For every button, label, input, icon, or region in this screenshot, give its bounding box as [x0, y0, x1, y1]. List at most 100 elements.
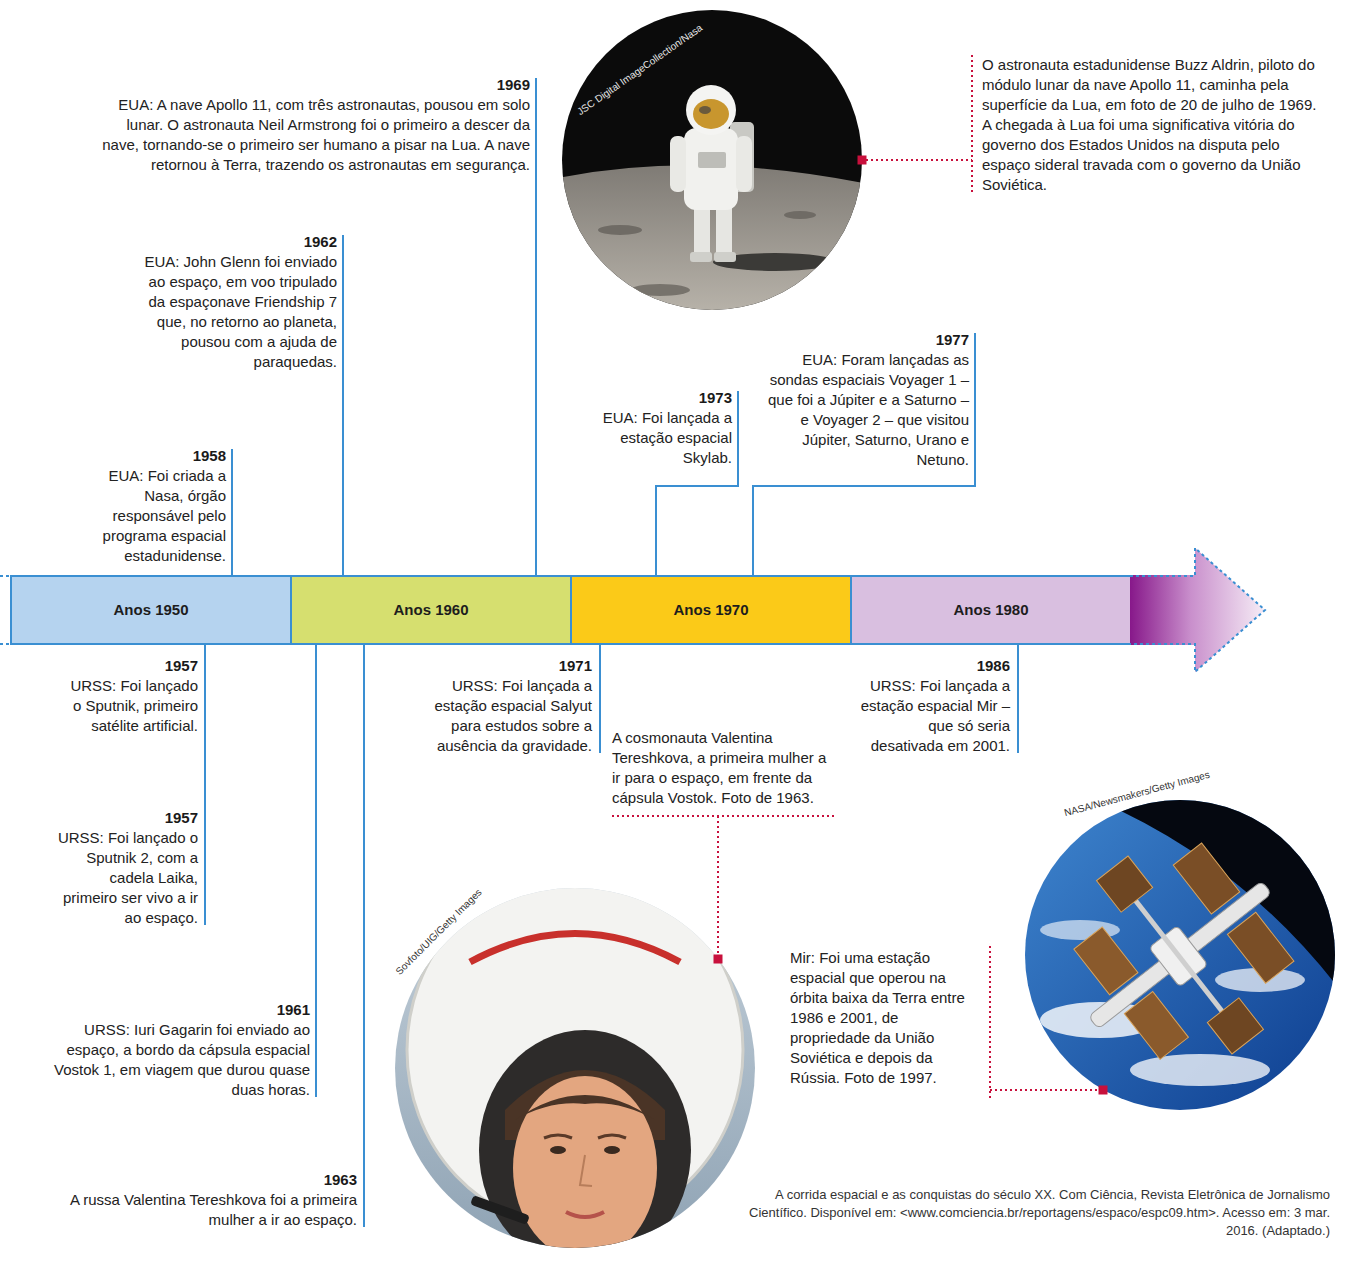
decade-label: Anos 1980 [953, 600, 1028, 620]
event-block: 1958EUA: Foi criada a Nasa, órgão respon… [86, 446, 226, 566]
event-text: EUA: John Glenn foi enviado ao espaço, e… [132, 252, 337, 372]
cosmonaut-photo [580, 1155, 592, 1186]
moon-photo [714, 252, 736, 262]
event-block: 1957URSS: Foi lançado o Sputnik 2, com a… [56, 808, 198, 928]
timeline-bar-extension [0, 575, 10, 577]
cosmonaut-photo [544, 1135, 572, 1138]
space-station-photo [1173, 843, 1240, 914]
caption-leader-line [612, 815, 836, 817]
caption-leader-line [990, 1089, 1099, 1091]
moon-photo [699, 106, 711, 114]
event-text: EUA: Foram lançadas as sondas espaciais … [764, 350, 969, 470]
moon-photo [693, 99, 729, 129]
space-station-photo [1026, 801, 1335, 1110]
timeline-bar-extension [0, 548, 1265, 672]
timeline-bar-extension [1130, 548, 1265, 672]
event-text: A russa Valentina Tereshkova foi a prime… [47, 1190, 357, 1230]
event-leader-line [363, 645, 365, 1227]
event-leader-line [599, 645, 601, 753]
year-label: 1962 [132, 232, 337, 252]
moon-photo [784, 211, 816, 219]
cosmonaut-photo [598, 1135, 626, 1138]
event-leader-line [1017, 645, 1019, 753]
event-text: EUA: A nave Apollo 11, com três astronau… [92, 95, 530, 175]
leader-dot [1099, 1086, 1108, 1095]
event-text: URSS: Foi lançado o Sputnik 2, com a cad… [56, 828, 198, 928]
photo-caption-box: O astronauta estadunidense Buzz Aldrin, … [982, 55, 1327, 195]
event-block: 1971URSS: Foi lançada a estação espacial… [434, 656, 592, 756]
moon-photo [558, 8, 868, 314]
space-station-photo [1207, 998, 1263, 1054]
space-station-photo [1130, 1054, 1270, 1086]
year-label: 1963 [47, 1170, 357, 1190]
event-block: 1957URSS: Foi lançado o Sputnik, primeir… [60, 656, 198, 736]
photo-caption: A cosmonauta Valentina Tereshkova, a pri… [612, 728, 834, 808]
leader-dot [714, 955, 723, 964]
timeline-bar-extension [0, 643, 10, 645]
photo-credit: NASA/Newsmakers/Getty Images [1063, 769, 1211, 819]
cosmonaut-photo [470, 1195, 530, 1225]
event-block: 1969EUA: A nave Apollo 11, com três astr… [92, 75, 530, 175]
space-station-photo [1097, 856, 1153, 912]
space-station-photo [1074, 927, 1138, 995]
event-text: EUA: Foi lançada a estação espacial Skyl… [582, 408, 732, 468]
cosmonaut-photo [470, 934, 680, 963]
event-leader-line [342, 235, 344, 575]
moon-photo [736, 136, 752, 192]
moon-photo [598, 225, 642, 235]
year-label: 1957 [56, 808, 198, 828]
event-block: 1986URSS: Foi lançada a estação espacial… [852, 656, 1010, 756]
moon-photo [630, 284, 690, 296]
event-block: 1977EUA: Foram lançadas as sondas espaci… [764, 330, 969, 470]
event-text: EUA: Foi criada a Nasa, órgão responsáve… [86, 466, 226, 566]
event-block: 1973EUA: Foi lançada a estação espacial … [582, 388, 732, 468]
year-label: 1977 [764, 330, 969, 350]
photo-credit: Sovfoto/UIG/Getty Images [393, 886, 484, 977]
decade-band: Anos 1960 [290, 575, 570, 645]
decade-label: Anos 1950 [113, 600, 188, 620]
cosmonaut-photo [604, 1146, 620, 1154]
event-text: URSS: Iuri Gagarin foi enviado ao espaço… [35, 1020, 310, 1100]
year-label: 1969 [92, 75, 530, 95]
space-station-photo [1124, 992, 1188, 1060]
event-leader-line [753, 333, 975, 575]
cosmonaut-photo [513, 1076, 657, 1260]
moon-photo [684, 128, 738, 210]
photo-caption-box: A cosmonauta Valentina Tereshkova, a pri… [612, 728, 834, 808]
cosmonaut-photo [515, 1095, 655, 1120]
event-block: 1962EUA: John Glenn foi enviado ao espaç… [132, 232, 337, 372]
moon-photo [670, 136, 686, 192]
photo-caption-box: Mir: Foi uma estação espacial que operou… [790, 948, 970, 1088]
event-leader-line [315, 645, 317, 1097]
caption-leader-line [971, 55, 973, 195]
decade-label: Anos 1960 [393, 600, 468, 620]
caption-leader-line [717, 816, 719, 955]
space-station-photo [1022, 797, 1340, 1113]
space-station-photo [1022, 797, 1338, 1113]
moon-photo [690, 252, 712, 262]
event-leader-line [204, 645, 206, 925]
event-leader-line [535, 78, 537, 575]
event-text: URSS: Foi lançada a estação espacial Mir… [852, 676, 1010, 756]
moon-photo [698, 152, 726, 168]
event-block: 1961URSS: Iuri Gagarin foi enviado ao es… [35, 1000, 310, 1100]
event-text: URSS: Foi lançada a estação espacial Sal… [434, 676, 592, 756]
event-block: 1963A russa Valentina Tereshkova foi a p… [47, 1170, 357, 1230]
year-label: 1961 [35, 1000, 310, 1020]
event-text: URSS: Foi lançado o Sputnik, primeiro sa… [60, 676, 198, 736]
year-label: 1971 [434, 656, 592, 676]
decade-band: Anos 1980 [850, 575, 1130, 645]
caption-leader-line [989, 946, 991, 1100]
decade-band: Anos 1950 [10, 575, 290, 645]
year-label: 1957 [60, 656, 198, 676]
cosmonaut-photo [566, 1212, 604, 1217]
leader-dot [858, 156, 867, 165]
photo-caption: O astronauta estadunidense Buzz Aldrin, … [982, 55, 1327, 195]
year-label: 1973 [582, 388, 732, 408]
decade-band: Anos 1970 [570, 575, 850, 645]
moon-photo [686, 85, 736, 135]
photo-credit: JSC Digital ImageCollection/Nasa [575, 22, 705, 118]
space-station-photo [1227, 912, 1294, 983]
cosmonaut-photo [550, 1146, 566, 1154]
